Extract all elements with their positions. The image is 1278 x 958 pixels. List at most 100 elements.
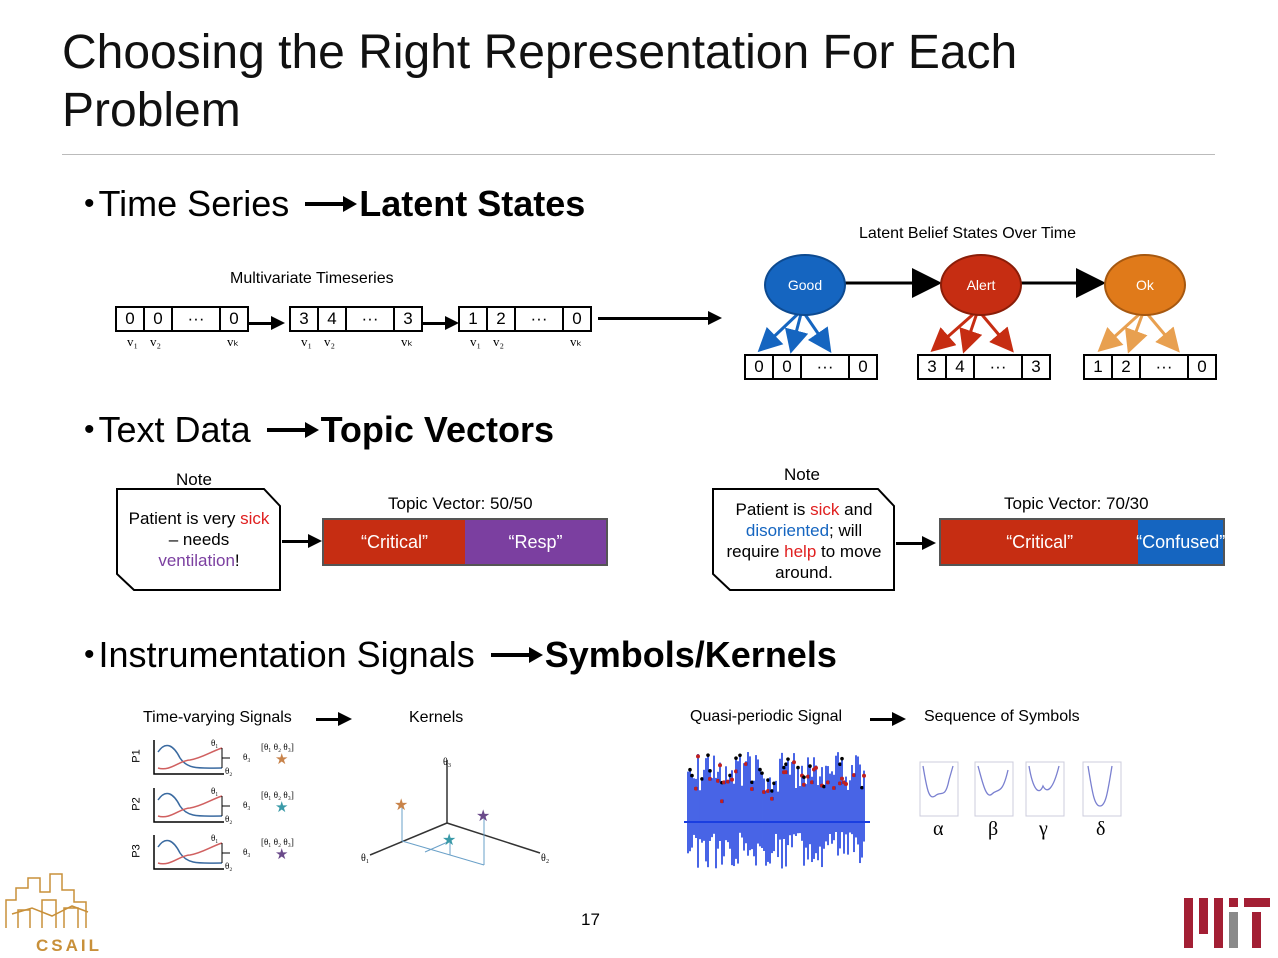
- vector-cell: 3: [403, 309, 413, 328]
- note-text-fragment: sick: [240, 509, 270, 528]
- variable-label: vₖ: [227, 334, 240, 349]
- sequence-of-symbols-label: Sequence of Symbols: [924, 708, 1080, 725]
- theta-label: θ₁: [211, 833, 219, 843]
- bullet-time-series: • Time Series Latent States: [84, 184, 585, 224]
- vector-cell: ···: [1141, 356, 1189, 378]
- note-text-fragment: ; will require: [726, 521, 863, 561]
- note-text-fragment: ventilation: [158, 551, 235, 570]
- bullet-target-label: Topic Vectors: [320, 409, 554, 450]
- theta-label: θ₁: [211, 738, 219, 748]
- vector-cell: ···: [802, 356, 850, 378]
- mit-logo-icon: [1184, 898, 1270, 948]
- theta-label: θ₃: [243, 800, 251, 810]
- theta-label: θ₃: [243, 752, 251, 762]
- vector-cell: 3: [291, 308, 319, 330]
- variable-label: v₂: [324, 334, 336, 349]
- topic-vector-bar: “Critical”“Confused”: [939, 518, 1225, 566]
- topic-vector-label: Topic Vector: 70/30: [1004, 494, 1149, 513]
- multivariate-timeseries-label: Multivariate Timeseries: [230, 270, 394, 287]
- topic-segment: “Critical”: [324, 520, 465, 564]
- bullet-source-label: Text Data: [98, 409, 251, 450]
- patient-label: P3: [130, 844, 143, 858]
- symbol-label: δ: [1096, 818, 1106, 840]
- variable-label: v₂: [493, 334, 505, 349]
- vector-cell: ···: [516, 308, 564, 330]
- note-text-fragment: help: [784, 542, 817, 561]
- note-text-fragment: !: [234, 551, 240, 570]
- note-text: Patient is sick and disoriented; will re…: [726, 499, 882, 583]
- note-text-fragment: – needs: [168, 530, 230, 549]
- topic-segment: “Confused”: [1136, 520, 1225, 564]
- arrow-icon: [249, 316, 285, 330]
- theta-label: θ₂: [225, 814, 233, 824]
- topic-segment: “Resp”: [465, 520, 606, 564]
- theta-vector-label: [θ₁ θ₂ θ₃]: [261, 837, 294, 847]
- vector-cell: 1: [460, 308, 488, 330]
- csail-logo-icon: [5, 873, 89, 928]
- long-arrow-icon: [598, 311, 722, 325]
- bullet-source-label: Time Series: [98, 183, 290, 224]
- vector-cell: 3: [919, 356, 947, 378]
- note-text-fragment: to move around.: [775, 542, 882, 582]
- bullet-text-data: • Text Data Topic Vectors: [84, 410, 554, 450]
- vector-cell: 3: [1031, 357, 1041, 376]
- star-icon: ★: [442, 832, 457, 849]
- vector-cell: 0: [117, 308, 145, 330]
- vector-cell: ···: [975, 356, 1023, 378]
- note-text-fragment: Patient is: [735, 500, 811, 519]
- note-text-fragment: Patient is very: [128, 509, 241, 528]
- state-node-good: Good: [764, 254, 846, 316]
- patient-label: P2: [130, 797, 143, 811]
- variable-label: v₁: [470, 334, 482, 349]
- vector-cell: 0: [229, 309, 239, 328]
- theta-vector-label: [θ₁ θ₂ θ₃]: [261, 742, 294, 752]
- time-varying-signals-label: Time-varying Signals: [143, 709, 292, 726]
- vector-cell: 0: [145, 308, 173, 330]
- vector-cell: 4: [947, 356, 975, 378]
- note-label: Note: [176, 470, 212, 489]
- bullet-target-label: Symbols/Kernels: [544, 634, 837, 675]
- slide-title: Choosing the Right Representation For Ea…: [62, 26, 1018, 137]
- axis-label-theta1: θ₁: [361, 853, 370, 864]
- vector-cell: 1: [1085, 356, 1113, 378]
- variable-label: vₖ: [401, 334, 414, 349]
- arrow-icon: [870, 712, 906, 726]
- theta-label: θ₁: [211, 786, 219, 796]
- emission-arrows-good: [757, 308, 832, 354]
- vector-cell: 2: [1113, 356, 1141, 378]
- theta-vector-label: [θ₁ θ₂ θ₃]: [261, 790, 294, 800]
- star-icon: ★: [275, 846, 289, 863]
- state-node-alert: Alert: [940, 254, 1022, 316]
- latent-state-diagram: [757, 268, 1180, 354]
- page-number: 17: [581, 910, 600, 929]
- star-icon: ★: [275, 799, 289, 816]
- topic-segment: “Critical”: [941, 520, 1139, 564]
- star-icon: ★: [476, 808, 491, 825]
- csail-logo-text: CSAIL: [36, 936, 102, 955]
- theta-label: θ₂: [225, 861, 233, 871]
- arrow-icon: [423, 316, 459, 330]
- arrow-icon: [490, 647, 543, 663]
- bullet-target-label: Latent States: [359, 183, 586, 224]
- symbol-shape: [974, 761, 1014, 817]
- vector-cell: ···: [347, 308, 395, 330]
- topic-vector-bar: “Critical”“Resp”: [322, 518, 608, 566]
- variable-label: vₖ: [570, 334, 583, 349]
- bullet-instrumentation: • Instrumentation Signals Symbols/Kernel…: [84, 635, 837, 675]
- symbol-shape: [1082, 761, 1122, 817]
- vector-cell: 0: [774, 356, 802, 378]
- bullet-dot: •: [84, 187, 95, 220]
- star-icon: ★: [275, 751, 289, 768]
- variable-label: v₂: [150, 334, 162, 349]
- note-text-fragment: disoriented: [745, 521, 830, 540]
- vector-cell: 2: [488, 308, 516, 330]
- patient-label: P1: [130, 749, 143, 763]
- vector-cell: 0: [1197, 357, 1207, 376]
- bullet-dot: •: [84, 413, 95, 446]
- axis-label-theta3: θ₃: [443, 757, 452, 768]
- arrow-icon: [266, 422, 319, 438]
